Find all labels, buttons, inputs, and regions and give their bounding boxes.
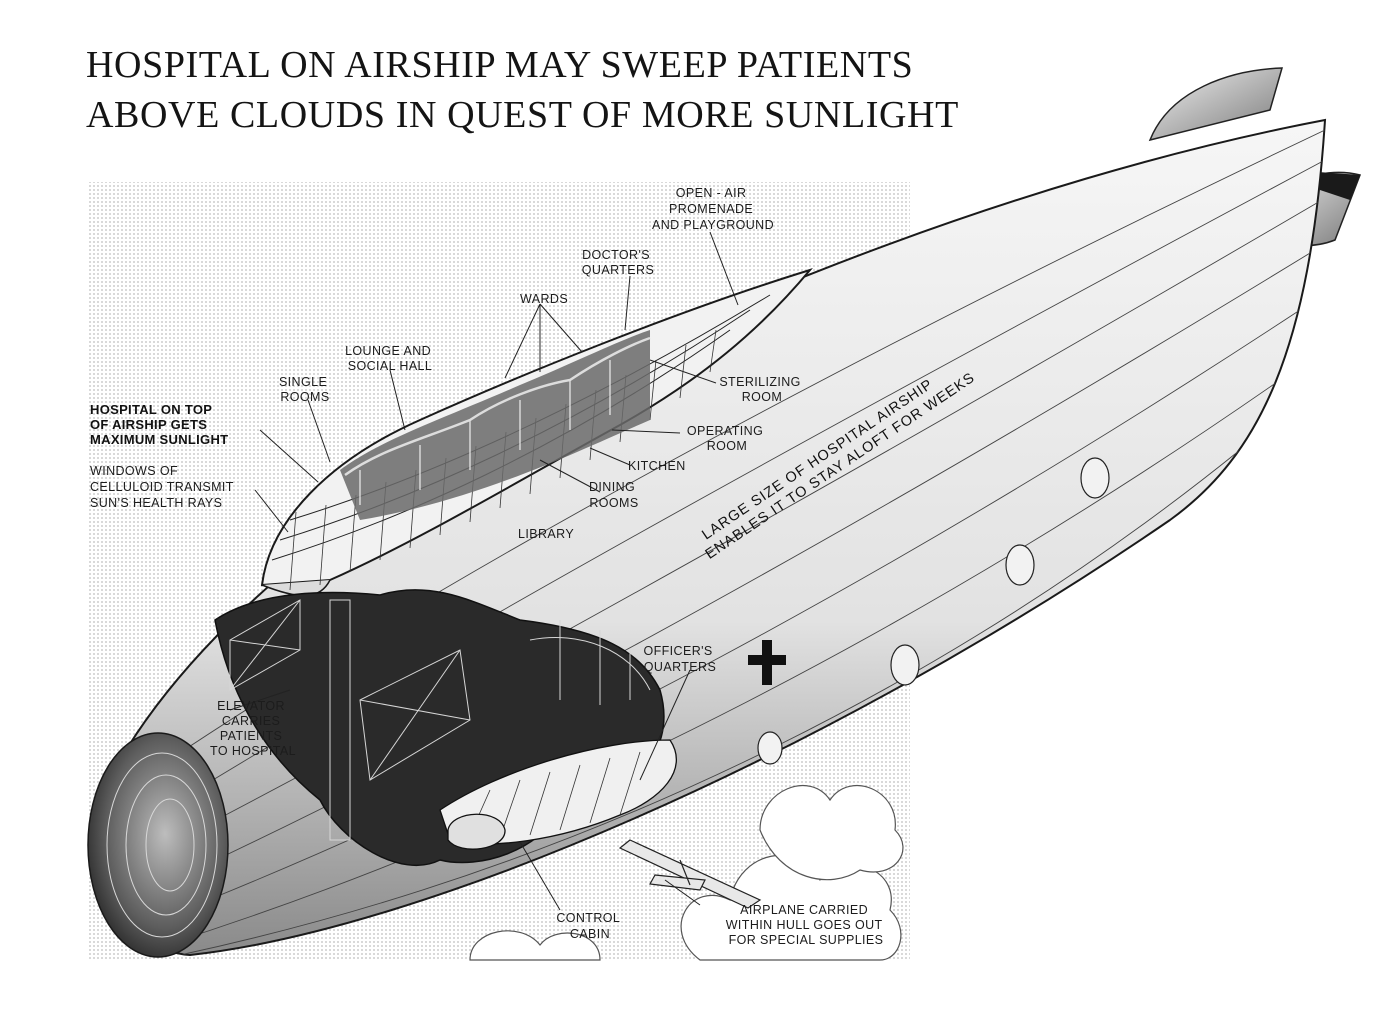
callout-doctors-line-2: QUARTERS: [582, 263, 654, 277]
callout-lounge: LOUNGE AND SOCIAL HALL: [345, 344, 435, 373]
callout-hospital-top-line-2: OF AIRSHIP GETS: [90, 417, 207, 432]
callout-windows: WINDOWS OF CELLULOID TRANSMIT SUN'S HEAL…: [90, 464, 237, 510]
top-fin: [1148, 67, 1284, 142]
control-cabin: [447, 813, 506, 850]
callout-airplane-line-2: WITHIN HULL GOES OUT: [726, 918, 883, 932]
callout-elevator-line-2: CARRIES: [222, 714, 280, 728]
callout-open-air-line-2: PROMENADE: [669, 202, 753, 216]
callout-officers-line-2: QUARTERS: [644, 660, 716, 674]
nose-cone: [87, 732, 229, 958]
callout-sterilizing: STERILIZING ROOM: [719, 375, 804, 404]
callout-lounge-line-1: LOUNGE AND: [345, 344, 431, 358]
callout-sterilizing-line-2: ROOM: [742, 390, 783, 404]
callout-operating-line-1: OPERATING: [687, 424, 763, 438]
callout-control-cabin: CONTROL CABIN: [556, 911, 623, 941]
callout-hospital-top-line-3: MAXIMUM SUNLIGHT: [90, 432, 228, 447]
callout-open-air-line-1: OPEN - AIR: [676, 186, 747, 200]
hospital-gondola: [260, 268, 813, 597]
callout-open-air-line-3: AND PLAYGROUND: [652, 218, 774, 232]
headline: HOSPITAL ON AIRSHIP MAY SWEEP PATIENTS A…: [86, 40, 959, 140]
callout-officers-line-1: OFFICER'S: [643, 644, 712, 658]
cross-emblem: [748, 640, 786, 685]
callout-doctors-line-1: DOCTOR'S: [582, 248, 650, 262]
callout-lounge-line-2: SOCIAL HALL: [348, 359, 433, 373]
callout-airplane-line-1: AIRPLANE CARRIED: [740, 903, 868, 917]
fin-tip: [1318, 172, 1360, 200]
callout-dining-line-2: ROOMS: [589, 496, 638, 510]
headline-line-1: HOSPITAL ON AIRSHIP MAY SWEEP PATIENTS: [86, 44, 914, 86]
engine-pods: [757, 457, 1110, 765]
callout-single-rooms: SINGLE ROOMS: [279, 375, 331, 404]
callout-single-rooms-line-2: ROOMS: [280, 390, 329, 404]
callout-elevator-line-1: ELEVATOR: [217, 699, 285, 713]
callout-single-rooms-line-1: SINGLE: [279, 375, 327, 389]
callout-dining-line-1: DINING: [589, 480, 635, 494]
callout-doctors-quarters: DOCTOR'S QUARTERS: [582, 248, 654, 277]
leader-lines: [229, 231, 739, 911]
callout-operating-line-2: ROOM: [707, 439, 748, 453]
callout-elevator: ELEVATOR CARRIES PATIENTS TO HOSPITAL: [210, 699, 296, 758]
callout-library: LIBRARY: [518, 527, 574, 541]
callout-control-line-1: CONTROL: [556, 911, 620, 925]
callout-operating: OPERATING ROOM: [687, 424, 767, 453]
airplane: [618, 839, 762, 909]
nose-rings: [106, 752, 218, 938]
callout-windows-line-3: SUN'S HEALTH RAYS: [90, 496, 222, 510]
callout-hospital-top: HOSPITAL ON TOP OF AIRSHIP GETS MAXIMUM …: [90, 402, 228, 447]
headline-line-2: ABOVE CLOUDS IN QUEST OF MORE SUNLIGHT: [86, 94, 959, 136]
callout-control-line-2: CABIN: [570, 927, 610, 941]
callout-open-air: OPEN - AIR PROMENADE AND PLAYGROUND: [652, 186, 774, 232]
callout-sterilizing-line-1: STERILIZING: [719, 375, 801, 389]
callout-officers: OFFICER'S QUARTERS: [643, 644, 716, 674]
callout-kitchen: KITCHEN: [628, 459, 686, 473]
callout-dining: DINING ROOMS: [589, 480, 639, 510]
callout-windows-line-2: CELLULOID TRANSMIT: [90, 480, 234, 494]
clouds: [469, 784, 904, 961]
callout-elevator-line-3: PATIENTS: [220, 729, 282, 743]
callout-elevator-line-4: TO HOSPITAL: [210, 744, 296, 758]
callout-wards: WARDS: [520, 292, 568, 306]
callout-windows-line-1: WINDOWS OF: [90, 464, 178, 478]
callout-airplane: AIRPLANE CARRIED WITHIN HULL GOES OUT FO…: [726, 903, 887, 947]
callout-hospital-top-line-1: HOSPITAL ON TOP: [90, 402, 212, 417]
callout-airplane-line-3: FOR SPECIAL SUPPLIES: [729, 933, 884, 947]
framework: [229, 599, 651, 841]
officers-deck: [439, 739, 677, 845]
